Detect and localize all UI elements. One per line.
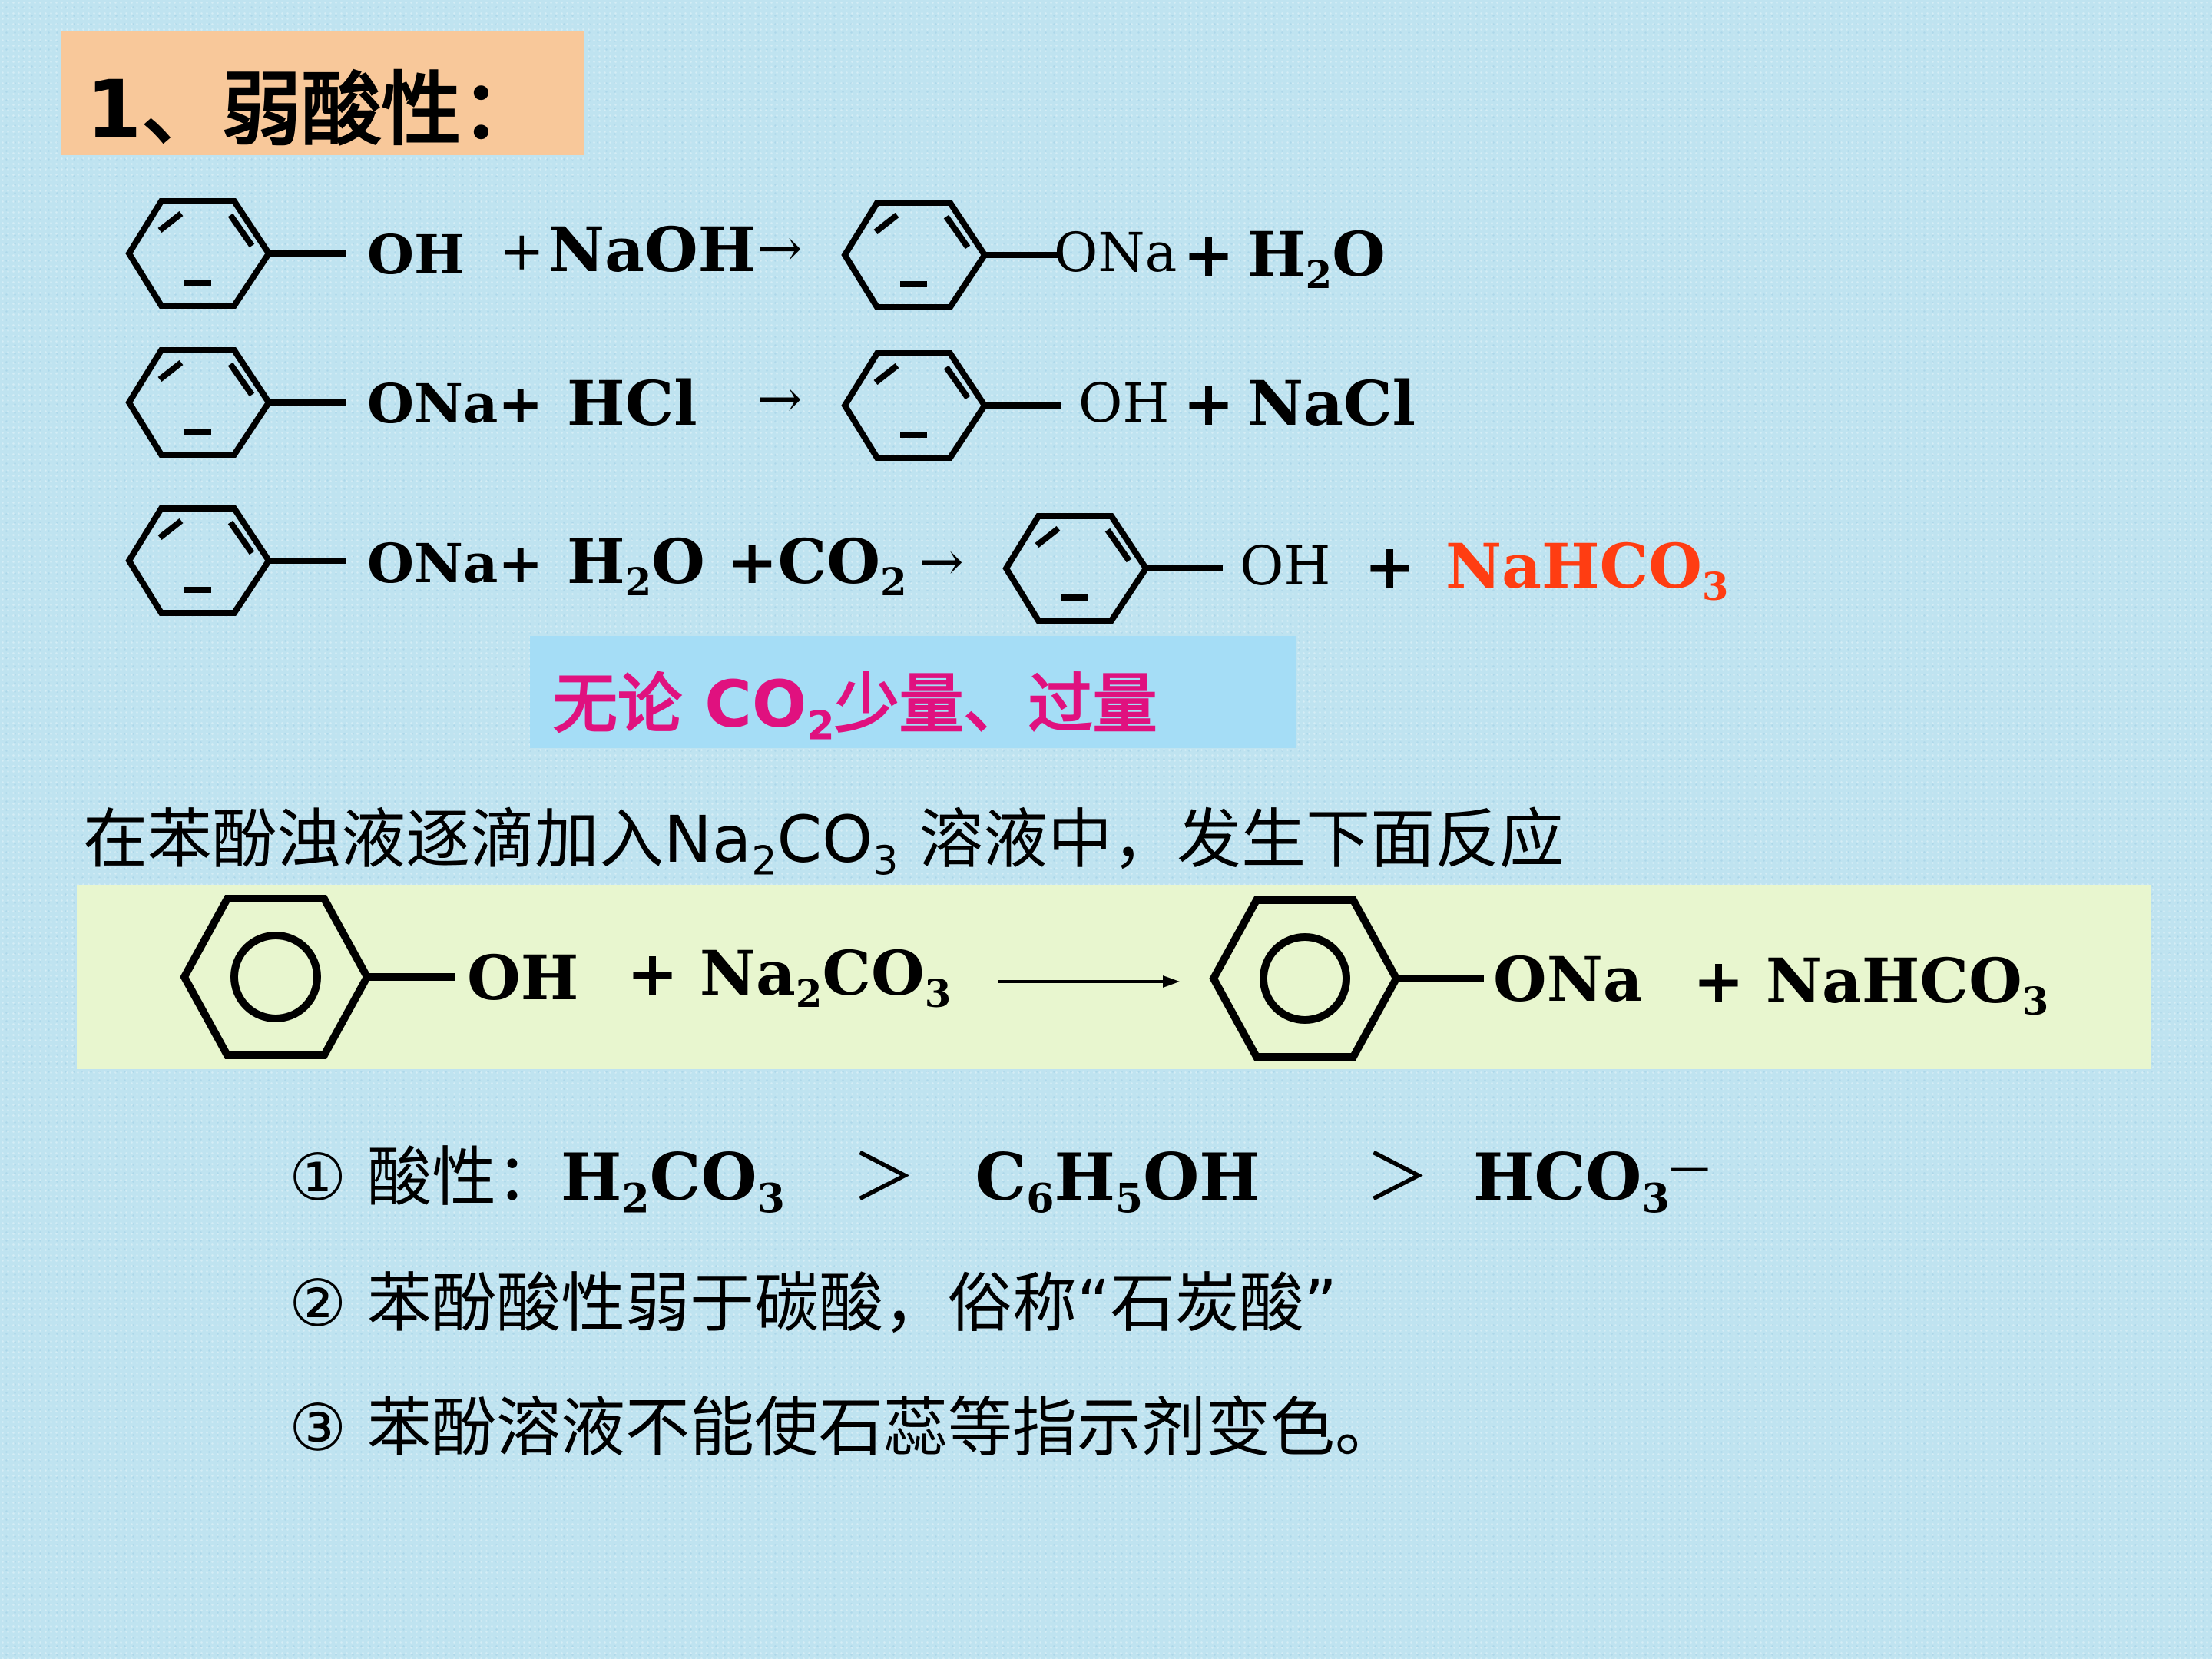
benzene-ring-icon bbox=[841, 350, 1061, 461]
r1-plus: + bbox=[499, 220, 545, 283]
point-weaker-than-carbonic: ② 苯酚酸性弱于碳酸，俗称“石炭酸” bbox=[289, 1266, 1338, 1341]
r3-product-oh: OH bbox=[1240, 535, 1331, 598]
r1-reactant-oh: OH bbox=[367, 223, 465, 286]
main-nahco3: + NaHCO3 bbox=[1693, 945, 2049, 1024]
r1-product-ona: ONa bbox=[1054, 221, 1177, 284]
benzene-ring-icon bbox=[125, 505, 346, 616]
r2-plus2: + bbox=[1183, 367, 1235, 439]
section-title: 1、弱酸性： bbox=[86, 63, 541, 157]
r3-nahco3: NaHCO3 bbox=[1445, 530, 1729, 609]
r3-plus2: + bbox=[1364, 530, 1416, 602]
r1-plus2: + bbox=[1183, 218, 1235, 290]
intro-text: 在苯酚浊液逐滴加入Na2CO3 溶液中，发生下面反应 bbox=[83, 802, 1565, 885]
title-background bbox=[61, 31, 584, 155]
note-background bbox=[530, 636, 1296, 748]
r2-hcl: HCl bbox=[567, 367, 697, 439]
benzene-ring-icon bbox=[841, 200, 1061, 310]
r1-arrow: → bbox=[757, 217, 803, 280]
r2-arrow: → bbox=[757, 367, 803, 430]
r3-reactant-ona: ONa+ bbox=[367, 531, 543, 595]
benzene-ring-icon bbox=[125, 198, 346, 309]
benzene-ring-icon bbox=[1002, 513, 1223, 624]
main-na2co3: + Na2CO3 bbox=[627, 937, 952, 1016]
main-reactant-oh: OH bbox=[467, 942, 579, 1014]
point-acidity-order: ① 酸性：H2CO3 ＞ C6H5OH ＞ HCO3— bbox=[289, 1139, 1710, 1223]
co2-note: 无论 CO2少量、过量 bbox=[553, 667, 1157, 750]
r3-arrow: → bbox=[919, 530, 964, 593]
point-indicator: ③ 苯酚溶液不能使石蕊等指示剂变色。 bbox=[289, 1390, 1400, 1465]
benzene-ring-icon bbox=[125, 347, 346, 458]
reaction-arrow-icon bbox=[998, 975, 1180, 988]
main-product-ona: ONa bbox=[1493, 943, 1643, 1015]
r1-naoh: NaOH bbox=[548, 214, 757, 286]
r2-product-oh: OH bbox=[1078, 372, 1170, 435]
phenol-ring-icon bbox=[1209, 896, 1484, 1061]
r3-h2o-co2: H2O +CO2 bbox=[567, 525, 907, 604]
r2-nacl: NaCl bbox=[1247, 367, 1416, 439]
r2-reactant-ona: ONa+ bbox=[367, 372, 543, 435]
r1-water: H2O bbox=[1247, 218, 1386, 297]
phenol-ring-icon bbox=[180, 895, 455, 1059]
